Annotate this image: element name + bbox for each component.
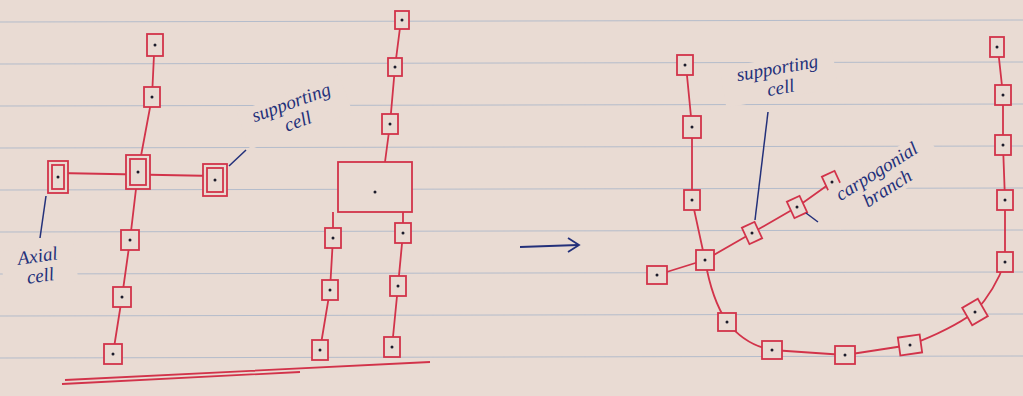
cells [48, 11, 1013, 364]
part-label: carpogonial branch [819, 130, 945, 230]
process-arrow [520, 238, 579, 252]
ruled-lines [0, 20, 1023, 358]
filaments [58, 12, 1005, 384]
part-label: supporting cell [719, 48, 838, 107]
nuclei [57, 19, 1007, 357]
part-label: supporting cell [236, 75, 352, 150]
part-label: Axial cell [0, 241, 78, 291]
leader-lines [40, 112, 818, 238]
